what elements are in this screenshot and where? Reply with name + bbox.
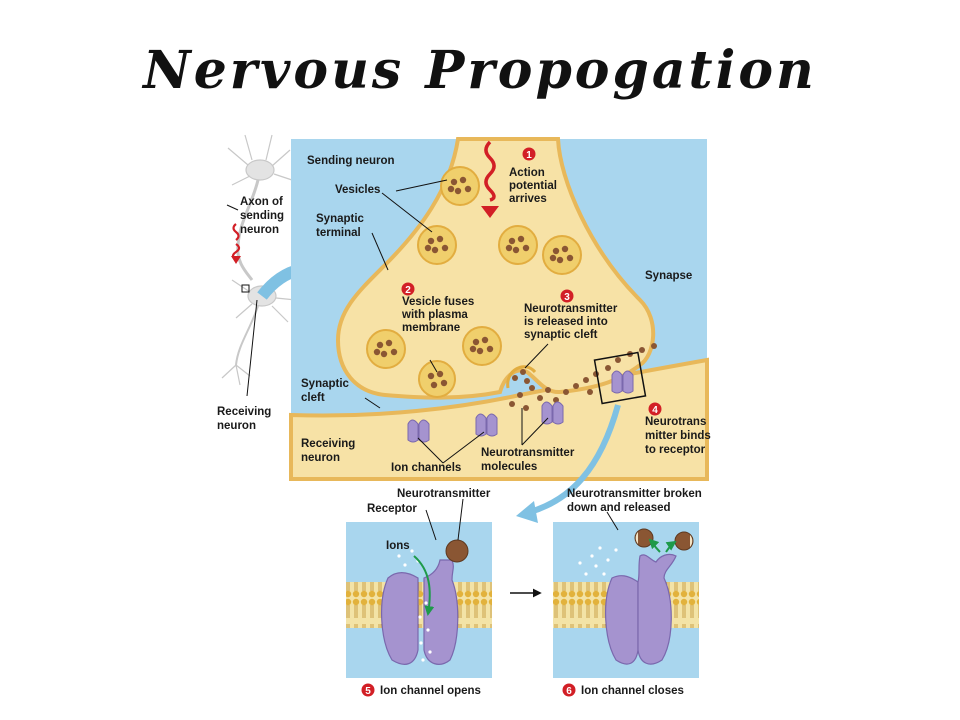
- axon-label-1: Axon of: [240, 196, 283, 208]
- step-2-line-1: Vesicle fuses: [402, 296, 474, 308]
- step-1-line-2: potential: [509, 180, 557, 192]
- step-2-line-3: membrane: [402, 322, 460, 334]
- step-4-line-1: Neurotrans: [645, 416, 706, 428]
- step-badge-3: [560, 289, 574, 303]
- receiving-neuron-panel-label-2: neuron: [301, 452, 340, 464]
- step-6-caption: Ion channel closes: [581, 685, 684, 697]
- step-1-line-1: Action: [509, 167, 545, 179]
- vesicle: [542, 235, 582, 275]
- vesicles-label: Vesicles: [335, 184, 380, 196]
- action-potential-small-arrow: [232, 223, 240, 241]
- step-4-line-2: mitter binds: [645, 430, 711, 442]
- page-title: Nervous Propogation: [143, 40, 817, 101]
- zoom-arrow-2: [529, 404, 621, 515]
- svg-text:1: 1: [526, 150, 532, 161]
- step-badge-1: [522, 147, 536, 161]
- synaptic-cleft-label-1: Synaptic: [301, 378, 350, 390]
- nt-molecules-label-1: Neurotransmitter: [481, 447, 575, 459]
- neuron-illustration: [221, 134, 297, 386]
- step-badge-2: [401, 282, 415, 296]
- nt-broken-label-1: Neurotransmitter broken: [567, 488, 702, 500]
- ion-channel: [541, 401, 564, 425]
- ion-channel: [611, 370, 634, 394]
- synapse-panel: 1 2 3 4 Sending neuron Vesicles Synaptic…: [289, 137, 711, 481]
- step-1-line-3: arrives: [509, 193, 547, 205]
- vesicle: [440, 166, 480, 206]
- step-2-line-2: with plasma: [401, 309, 468, 321]
- vesicle: [462, 326, 502, 366]
- synaptic-terminal-label-2: terminal: [316, 227, 361, 239]
- step-3-line-1: Neurotransmitter: [524, 303, 618, 315]
- vesicle: [366, 329, 406, 369]
- ion-channel: [475, 413, 498, 437]
- step-4-line-3: to receptor: [645, 444, 706, 456]
- step-3-line-3: synaptic cleft: [524, 329, 598, 341]
- receiving-neuron-panel-label-1: Receiving: [301, 438, 355, 450]
- action-potential-arrow: [484, 140, 496, 202]
- bound-neurotransmitter: [445, 539, 469, 563]
- zoom-box: [593, 351, 647, 405]
- step-badge-4: [648, 402, 662, 416]
- nt-broken-label-2: down and released: [567, 502, 671, 514]
- neurotransmitter-label: Neurotransmitter: [397, 488, 491, 500]
- svg-text:3: 3: [564, 292, 570, 303]
- released-neurotransmitter-left: [634, 528, 654, 548]
- vesicle: [417, 225, 457, 265]
- svg-text:2: 2: [405, 285, 411, 296]
- synaptic-cleft-label-2: cleft: [301, 392, 325, 404]
- synapse-label: Synapse: [645, 270, 692, 282]
- svg-text:6: 6: [566, 686, 572, 697]
- panel-channel-open: [346, 498, 492, 678]
- step-badge-6: [562, 683, 576, 697]
- step-3-line-2: is released into: [524, 316, 608, 328]
- axon-label-3: neuron: [240, 224, 279, 236]
- ion-channel: [407, 419, 430, 443]
- synaptic-terminal-label-1: Synaptic: [316, 213, 365, 225]
- sending-neuron-label: Sending neuron: [307, 155, 395, 167]
- vesicle-releasing: [506, 365, 537, 389]
- vesicle-fusing: [418, 360, 456, 398]
- svg-text:4: 4: [652, 405, 658, 416]
- receptor-label: Receptor: [367, 503, 417, 515]
- step-5-caption: Ion channel opens: [380, 685, 481, 697]
- nt-molecules-label-2: molecules: [481, 461, 537, 473]
- step-badge-5: [361, 683, 375, 697]
- receiving-neuron-label-2: neuron: [217, 420, 256, 432]
- svg-text:5: 5: [365, 686, 371, 697]
- axon-label-2: sending: [240, 210, 284, 222]
- panel-channel-closed: [553, 511, 699, 678]
- receiving-neuron-label-1: Receiving: [217, 406, 271, 418]
- ions-label: Ions: [386, 540, 410, 552]
- synapse-location-box: [241, 284, 250, 293]
- ion-channels-label: Ion channels: [391, 462, 461, 474]
- vesicle: [498, 225, 538, 265]
